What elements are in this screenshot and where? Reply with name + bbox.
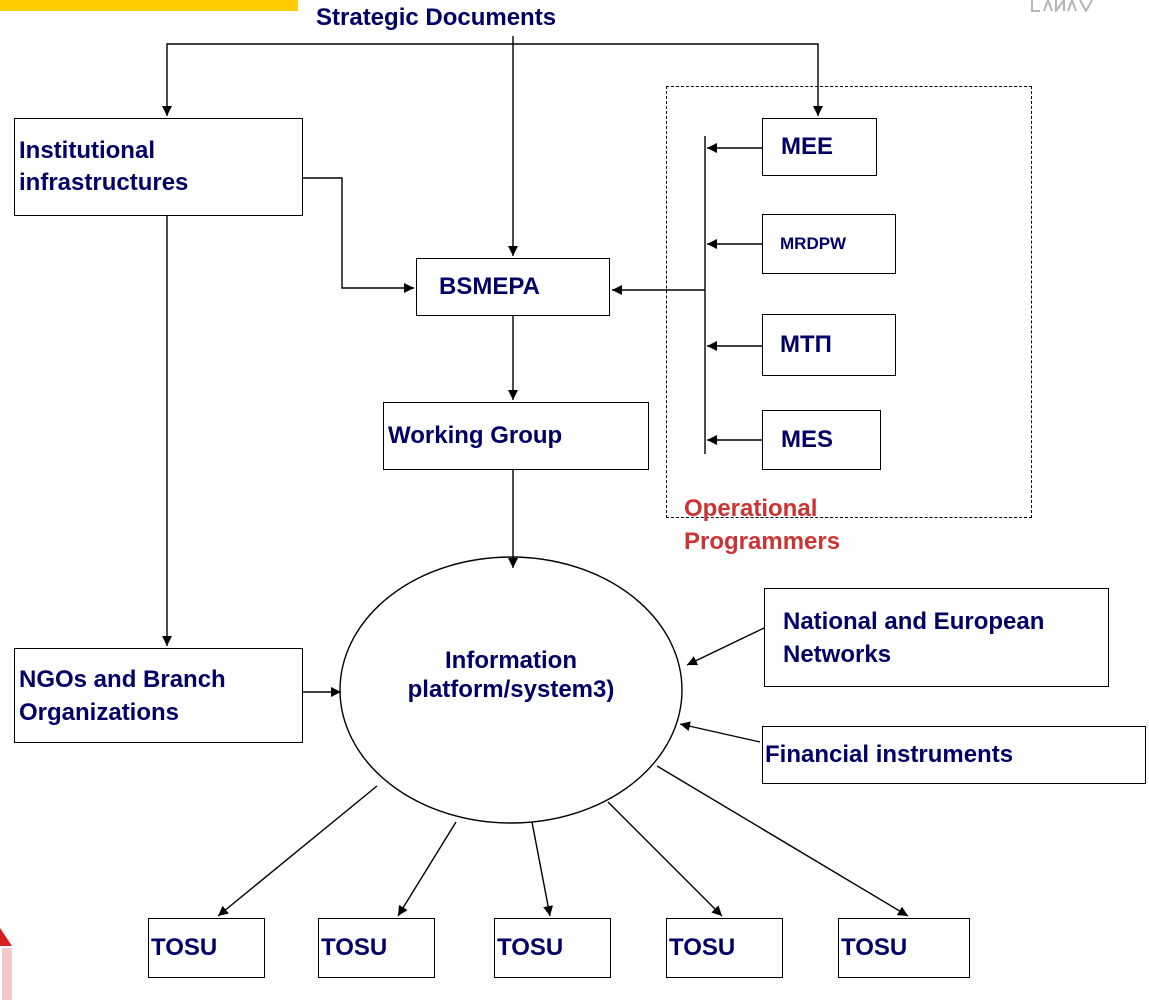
mrdpw-label: MRDPW xyxy=(780,234,847,253)
arrow-platform-to-tosu-2 xyxy=(397,821,457,917)
tosu-label: TOSU xyxy=(497,934,564,961)
financial-instruments-label: Financial instruments xyxy=(765,741,1014,768)
mtp-label: МТП xyxy=(780,331,832,358)
information-platform-label: Information platform/system3) xyxy=(407,647,615,703)
bsmepa-label: BSMEPA xyxy=(439,273,540,300)
national-networks-box: National and European Networks xyxy=(764,588,1109,687)
information-platform-ellipse xyxy=(339,556,683,824)
operational-programmes-group xyxy=(666,86,1032,518)
header-accent-bar xyxy=(0,0,298,11)
arrow-platform-to-tosu-4 xyxy=(607,801,723,917)
tosu-label: TOSU xyxy=(151,934,218,961)
mes-label: MES xyxy=(781,426,834,453)
mtp-box: МТП xyxy=(762,314,896,376)
institutional-label: Institutional infrastructures xyxy=(19,137,189,196)
tosu-box: TOSU xyxy=(318,918,435,978)
ngos-box: NGOs and Branch Organizations xyxy=(14,648,303,743)
arrow-institutional-to-bsmepa xyxy=(302,177,414,293)
tosu-label: TOSU xyxy=(669,934,736,961)
tosu-label: TOSU xyxy=(841,934,908,961)
tosu-box: TOSU xyxy=(666,918,783,978)
mrdpw-box: MRDPW xyxy=(762,214,896,274)
arrow-strategic-to-institutional xyxy=(162,43,513,116)
financial-instruments-box: Financial instruments xyxy=(762,726,1146,784)
working-group-box: Working Group xyxy=(383,402,649,470)
tosu-label: TOSU xyxy=(321,934,388,961)
logo-icon xyxy=(1031,0,1093,12)
mee-label: MEE xyxy=(781,133,834,160)
tosu-box: TOSU xyxy=(838,918,970,978)
operational-programmers-label: Operational Programmers xyxy=(684,495,841,555)
ngos-label: NGOs and Branch Organizations xyxy=(19,665,226,726)
arrow-platform-to-tosu-5 xyxy=(656,765,909,917)
arrow-strategic-to-mee xyxy=(513,43,823,116)
mee-box: MEE xyxy=(762,118,877,176)
tosu-box: TOSU xyxy=(494,918,611,978)
tosu-box: TOSU xyxy=(148,918,265,978)
arrow-platform-to-tosu-3 xyxy=(531,821,554,917)
institutional-infrastructures-box: Institutional infrastructures xyxy=(14,118,303,216)
strategic-documents-title: Strategic Documents xyxy=(316,4,557,31)
arrow-networks-to-platform xyxy=(686,627,765,666)
working-group-label: Working Group xyxy=(388,422,563,449)
arrow-platform-to-tosu-1 xyxy=(217,785,378,917)
corner-logo-icon xyxy=(0,928,12,1000)
bsmepa-box: BSMEPA xyxy=(416,258,610,316)
mes-box: MES xyxy=(762,410,881,470)
arrow-financial-to-platform xyxy=(679,721,761,743)
national-networks-label: National and European Networks xyxy=(783,607,1045,668)
